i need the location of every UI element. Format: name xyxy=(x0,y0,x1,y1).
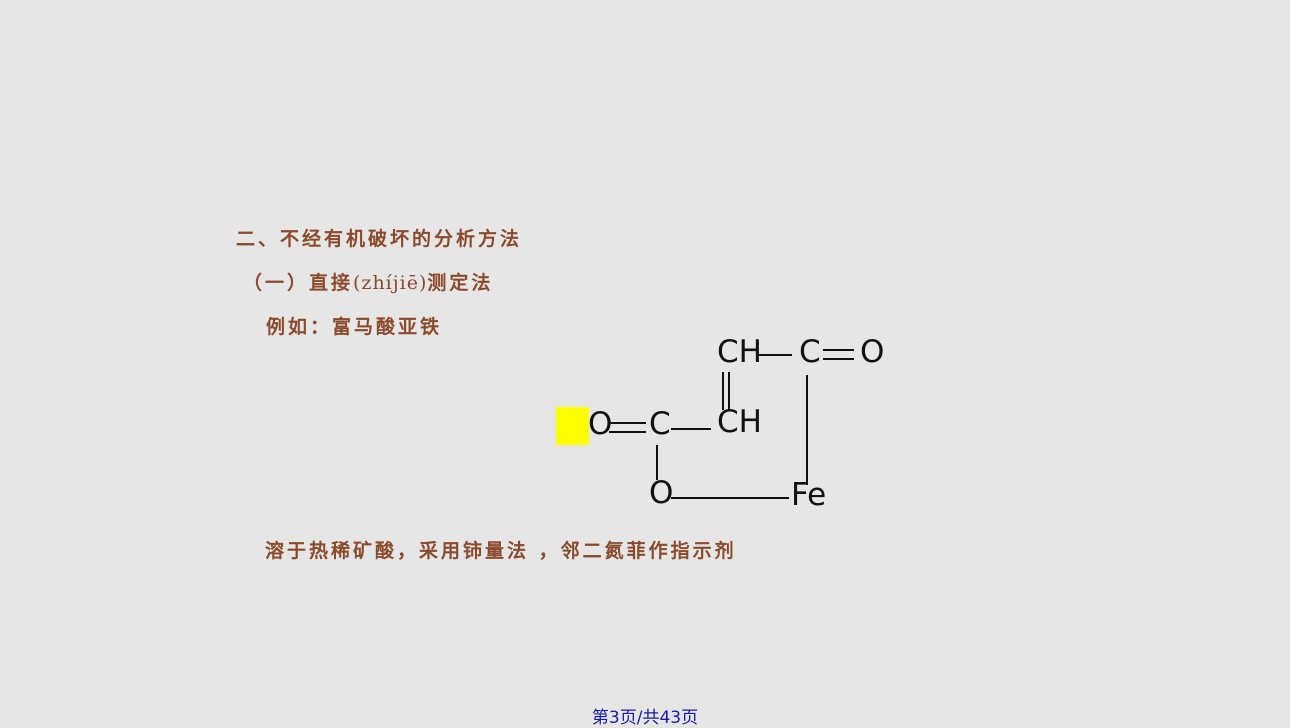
slide-subheading: （一）直接(zhíjiē)测定法 xyxy=(243,268,493,295)
bond-o-c-double-left-2 xyxy=(609,431,646,433)
atom-o-bottom: O xyxy=(649,475,674,511)
page-indicator: 第3页/共43页 xyxy=(591,708,699,728)
subheading-prefix: （一）直接 xyxy=(243,272,354,294)
bond-ch-c-top xyxy=(758,354,792,356)
slide-heading: 二、不经有机破坏的分析方法 xyxy=(236,228,523,250)
yellow-highlight-marker xyxy=(556,407,589,445)
bond-c-o-double-top-1 xyxy=(823,349,854,351)
bond-c-o-vertical xyxy=(656,445,658,480)
atom-o-top: O xyxy=(860,334,885,370)
bond-o-fe xyxy=(671,497,789,499)
subheading-suffix: 测定法 xyxy=(427,272,494,294)
bond-c-o-double-top-2 xyxy=(823,358,854,360)
atom-c-top: C xyxy=(799,334,821,370)
bond-ch-ch-double-1 xyxy=(722,372,724,410)
atom-o-left: O xyxy=(588,406,613,442)
atom-c-left: C xyxy=(649,406,671,442)
example-label: 例如：富马酸亚铁 xyxy=(266,316,443,338)
bond-o-c-double-left-1 xyxy=(609,422,646,424)
method-note: 溶于热稀矿酸，采用铈量法 ，邻二氮菲作指示剂 xyxy=(265,540,737,562)
bond-c-ch-mid xyxy=(671,428,711,430)
atom-ch-mid: CH xyxy=(717,404,762,440)
atom-fe: Fe xyxy=(791,477,827,513)
bond-c-fe xyxy=(806,375,808,485)
subheading-pinyin: (zhíjiē) xyxy=(353,272,428,294)
atom-ch-top: CH xyxy=(717,334,762,370)
bond-ch-ch-double-2 xyxy=(728,372,730,410)
